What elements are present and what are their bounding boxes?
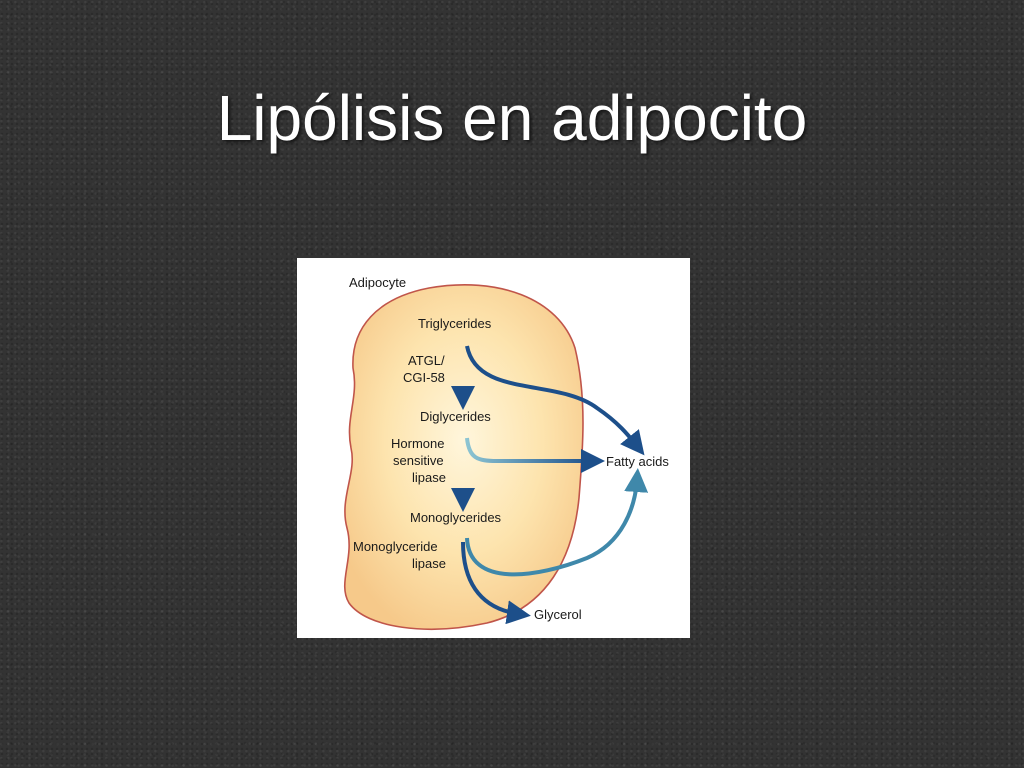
label-triglycerides: Triglycerides xyxy=(418,316,492,331)
label-hsl-line3: lipase xyxy=(412,470,446,485)
diagram-canvas: Adipocyte Triglycerides ATGL/ CGI-58 Dig… xyxy=(343,275,669,630)
lipolysis-diagram: Adipocyte Triglycerides ATGL/ CGI-58 Dig… xyxy=(297,258,690,638)
label-cgi58: CGI-58 xyxy=(403,370,445,385)
label-glycerol: Glycerol xyxy=(534,607,582,622)
label-mgl-line1: Monoglyceride xyxy=(353,539,438,554)
label-monoglycerides: Monoglycerides xyxy=(410,510,502,525)
arrow-dg-to-fatty-acids xyxy=(465,437,605,473)
arrow-mg-to-fatty-acids xyxy=(465,468,649,577)
label-hsl-line1: Hormone xyxy=(391,436,444,451)
label-fatty-acids: Fatty acids xyxy=(606,454,669,469)
arrow-tg-to-fatty-acids xyxy=(465,345,645,456)
slide-title: Lipólisis en adipocito xyxy=(216,82,808,154)
label-atgl: ATGL/ xyxy=(408,353,445,368)
label-diglycerides: Diglycerides xyxy=(420,409,491,424)
label-mgl-line2: lipase xyxy=(412,556,446,571)
arrow-mg-to-glycerol xyxy=(461,541,531,625)
cell-label: Adipocyte xyxy=(349,275,406,290)
label-hsl-line2: sensitive xyxy=(393,453,444,468)
